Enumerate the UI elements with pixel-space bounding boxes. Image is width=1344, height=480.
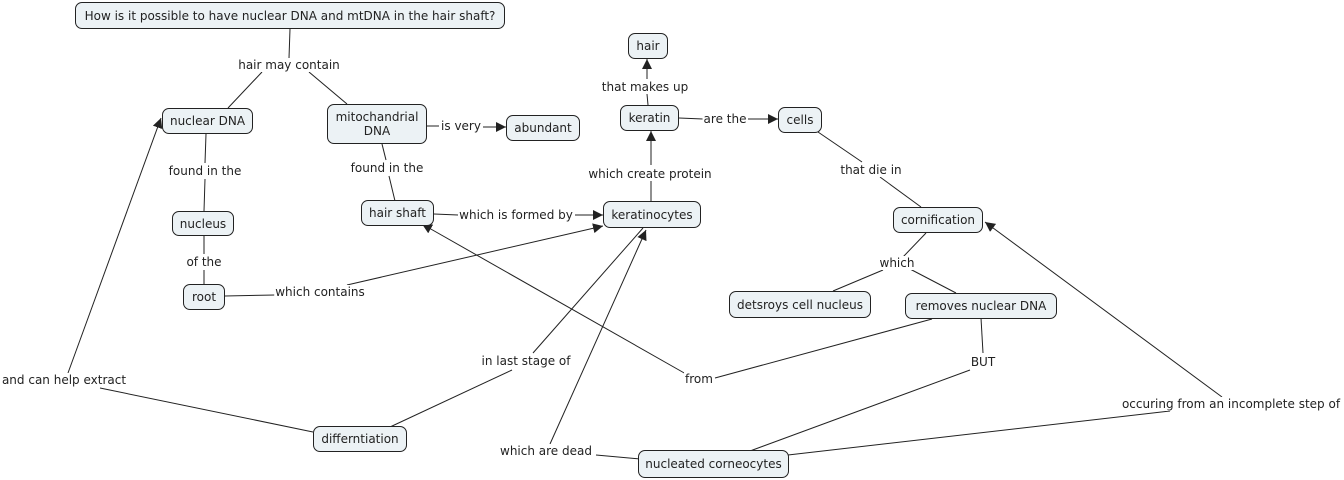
- concept-label: detsroys cell nucleus: [737, 297, 863, 312]
- concept-hair-shaft[interactable]: hair shaft: [361, 200, 434, 226]
- connector: [984, 221, 1223, 398]
- concept-label: cells: [786, 113, 814, 127]
- connector: [909, 268, 957, 294]
- concept-nucleated-corneocytes[interactable]: nucleated corneocytes: [638, 450, 789, 478]
- concept-label: keratin: [628, 111, 671, 125]
- concept-label: cornification: [900, 213, 976, 227]
- connector: [224, 294, 276, 297]
- connector: [749, 369, 971, 452]
- concept-destroys-cell-nucleus[interactable]: detsroys cell nucleus: [729, 291, 871, 318]
- connector: [549, 229, 647, 445]
- connector: [67, 117, 163, 374]
- link-but[interactable]: BUT: [969, 355, 997, 369]
- connector: [787, 410, 1171, 456]
- connector: [646, 93, 649, 106]
- concept-cells[interactable]: cells: [778, 107, 822, 133]
- connector: [714, 318, 933, 379]
- concept-nucleus[interactable]: nucleus: [172, 211, 234, 236]
- connector: [388, 175, 396, 202]
- concept-removes-nuclear-dna[interactable]: removes nuclear DNA: [905, 293, 1057, 319]
- concept-label: abundant: [514, 121, 572, 135]
- concept-cornification[interactable]: cornification: [893, 207, 983, 233]
- connector: [381, 143, 387, 161]
- concept-hair[interactable]: hair: [628, 33, 668, 59]
- connector: [595, 454, 641, 460]
- concept-question[interactable]: How is it possible to have nuclear DNA a…: [75, 2, 505, 29]
- connector: [389, 369, 513, 428]
- link-from[interactable]: from: [684, 372, 714, 386]
- concept-root[interactable]: root: [183, 284, 225, 310]
- concept-label: hair shaft: [369, 206, 426, 220]
- connector: [980, 317, 984, 354]
- connector: [421, 223, 687, 375]
- connector: [288, 28, 291, 59]
- link-which-are-dead[interactable]: which are dead: [499, 444, 593, 458]
- concept-label: nucleus: [179, 216, 227, 231]
- concept-abundant[interactable]: abundant: [506, 115, 580, 141]
- connector: [99, 387, 314, 433]
- connector: [204, 133, 207, 164]
- link-occuring-from-incomplete-step[interactable]: occuring from an incomplete step of: [1120, 397, 1342, 411]
- connector: [532, 227, 644, 354]
- link-hair-may-contain[interactable]: hair may contain: [237, 58, 341, 72]
- link-that-die-in[interactable]: that die in: [839, 163, 903, 177]
- connector: [832, 269, 884, 292]
- connector: [678, 117, 704, 120]
- concept-label: nucleated corneocytes: [645, 457, 782, 471]
- link-which-contains[interactable]: which contains: [274, 285, 366, 299]
- link-of-the[interactable]: of the: [185, 255, 223, 269]
- link-in-last-stage-of[interactable]: in last stage of: [480, 354, 572, 368]
- concept-label: removes nuclear DNA: [915, 299, 1047, 313]
- concept-label: How is it possible to have nuclear DNA a…: [84, 8, 496, 23]
- concept-mitochondrial-dna[interactable]: mitochandrial DNA: [327, 104, 427, 144]
- connector: [346, 223, 604, 286]
- connector: [203, 178, 206, 212]
- link-which[interactable]: which: [878, 256, 916, 270]
- concept-keratinocytes[interactable]: keratinocytes: [603, 201, 701, 228]
- concept-label: differntiation: [321, 432, 399, 446]
- concept-label: hair: [636, 39, 660, 53]
- link-found-in-the-hair-shaft[interactable]: found in the: [349, 161, 425, 175]
- link-which-create-protein[interactable]: which create protein: [587, 167, 713, 181]
- concept-label: keratinocytes: [611, 207, 693, 222]
- link-and-can-help-extract[interactable]: and can help extract: [0, 373, 128, 387]
- concept-differentiation[interactable]: differntiation: [313, 426, 407, 452]
- connector: [308, 71, 348, 105]
- concept-label: root: [191, 290, 217, 304]
- connector: [879, 176, 922, 208]
- connector: [817, 131, 863, 163]
- concept-keratin[interactable]: keratin: [620, 105, 679, 131]
- connector: [902, 232, 927, 258]
- connector: [227, 71, 263, 109]
- link-which-is-formed-by[interactable]: which is formed by: [458, 208, 574, 222]
- link-found-in-the-nucleus[interactable]: found in the: [167, 164, 243, 178]
- link-that-makes-up[interactable]: that makes up: [600, 80, 690, 94]
- concept-nuclear-dna[interactable]: nuclear DNA: [162, 108, 253, 134]
- link-is-very[interactable]: is very: [440, 119, 482, 133]
- link-are-the[interactable]: are the: [702, 112, 748, 126]
- concept-label: nuclear DNA: [169, 114, 246, 128]
- connector: [433, 213, 459, 216]
- concept-label: mitochandrial DNA: [335, 110, 419, 138]
